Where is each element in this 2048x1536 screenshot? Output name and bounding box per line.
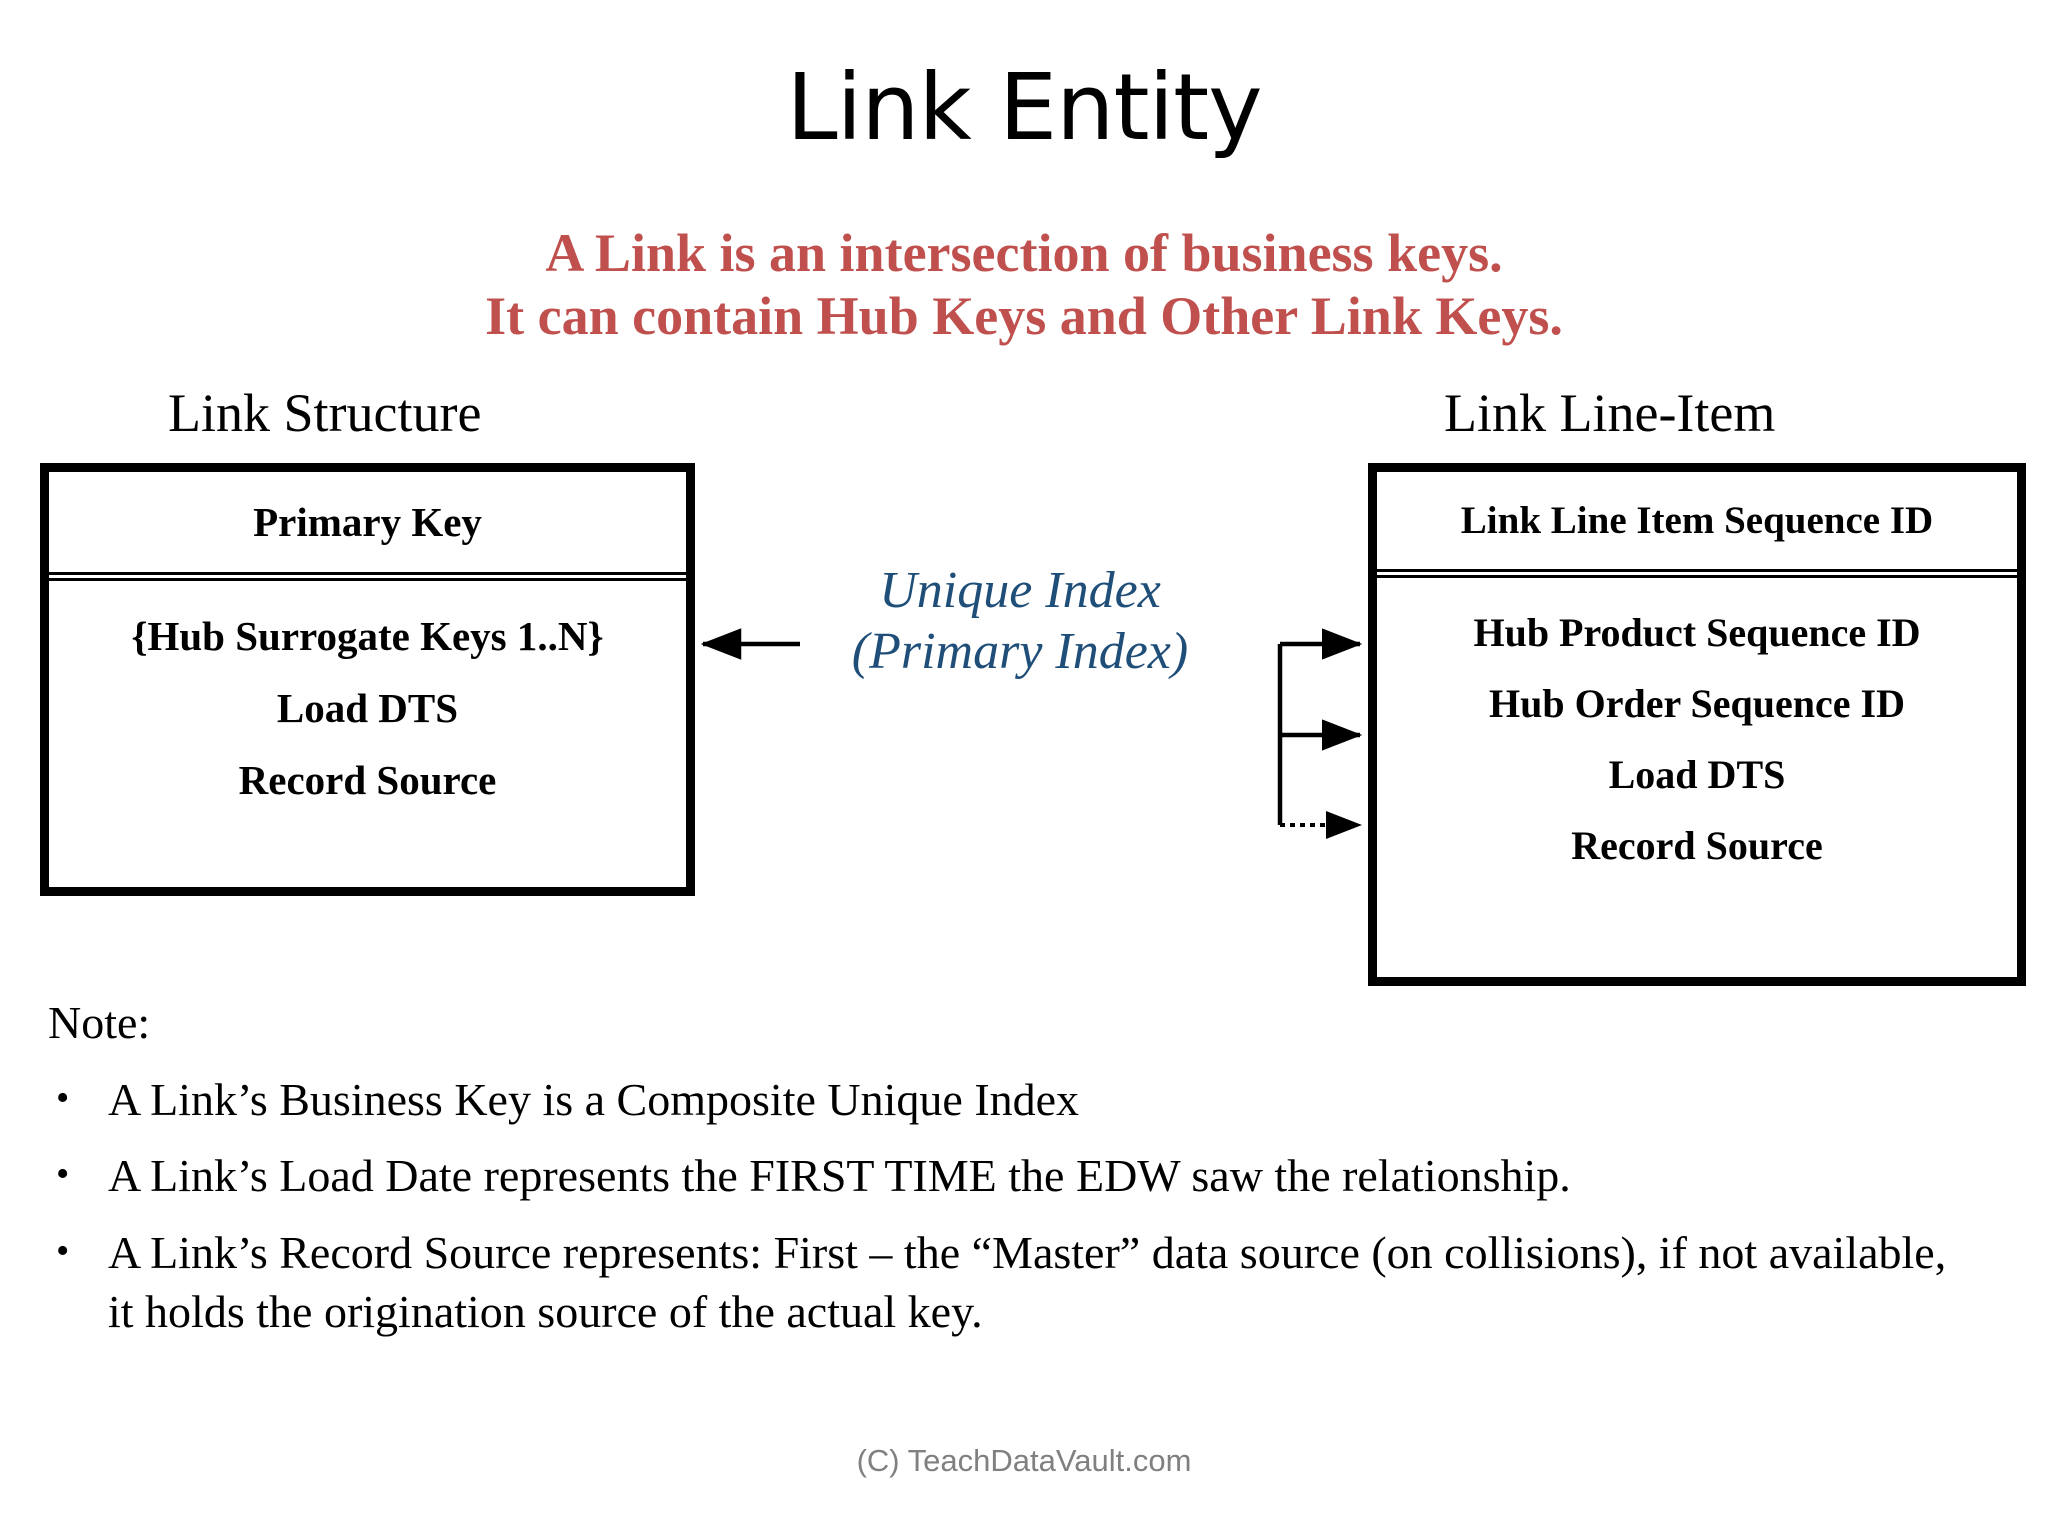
subtitle-line-1: A Link is an intersection of business ke… <box>545 223 1503 283</box>
link-structure-header-divider <box>49 572 686 581</box>
note-heading: Note: <box>48 997 151 1048</box>
note-list-item: • A Link’s Load Date represents the FIRS… <box>48 1147 1948 1206</box>
link-structure-primary-key-header: Primary Key <box>253 499 482 545</box>
link-line-item-field-load-dts: Load DTS <box>1608 752 1786 797</box>
link-line-item-entity-box: Link Line Item Sequence ID Hub Product S… <box>1368 463 2026 986</box>
link-structure-field-load-dts: Load DTS <box>276 685 459 731</box>
copyright-footer: (C) TeachDataVault.com <box>856 1443 1192 1478</box>
subtitle: A Link is an intersection of business ke… <box>0 222 2048 347</box>
unique-index-label: Unique Index (Primary Index) <box>800 560 1240 683</box>
unique-index-label-line-1: Unique Index <box>879 562 1161 619</box>
link-line-item-header-divider <box>1377 569 2017 578</box>
note-block: Note: • A Link’s Business Key is a Compo… <box>48 997 1948 1360</box>
unique-index-label-line-2: (Primary Index) <box>851 623 1189 681</box>
note-list-item: • A Link’s Record Source represents: Fir… <box>48 1224 1948 1342</box>
link-line-item-sequence-id-header: Link Line Item Sequence ID <box>1460 499 1934 542</box>
link-line-item-field-list: Hub Product Sequence ID Hub Order Sequen… <box>1377 578 2017 882</box>
note-item-text-1: A Link’s Business Key is a Composite Uni… <box>108 1073 1080 1125</box>
link-line-item-caption: Link Line-Item <box>1444 383 1776 443</box>
page-title: Link Entity <box>786 54 1262 161</box>
bullet-icon: • <box>56 1076 70 1119</box>
note-item-text-3: A Link’s Record Source represents: First… <box>108 1227 1947 1338</box>
link-line-item-field-hub-product-sequence-id: Hub Product Sequence ID <box>1473 610 1921 655</box>
link-line-item-field-record-source: Record Source <box>1571 823 1823 868</box>
note-list-item: • A Link’s Business Key is a Composite U… <box>48 1071 1948 1130</box>
link-structure-field-list: {Hub Surrogate Keys 1..N} Load DTS Recor… <box>49 581 686 817</box>
link-line-item-field-hub-order-sequence-id: Hub Order Sequence ID <box>1489 681 1905 726</box>
note-item-text-2: A Link’s Load Date represents the FIRST … <box>108 1150 1571 1202</box>
subtitle-line-2: It can contain Hub Keys and Other Link K… <box>485 285 1563 346</box>
link-structure-caption: Link Structure <box>168 383 482 443</box>
bullet-icon: • <box>56 1153 70 1196</box>
link-structure-field-hub-surrogate-keys: {Hub Surrogate Keys 1..N} <box>131 613 604 659</box>
bullet-icon: • <box>56 1230 70 1273</box>
link-structure-entity-box: Primary Key {Hub Surrogate Keys 1..N} Lo… <box>40 463 695 896</box>
link-structure-field-record-source: Record Source <box>238 757 497 803</box>
